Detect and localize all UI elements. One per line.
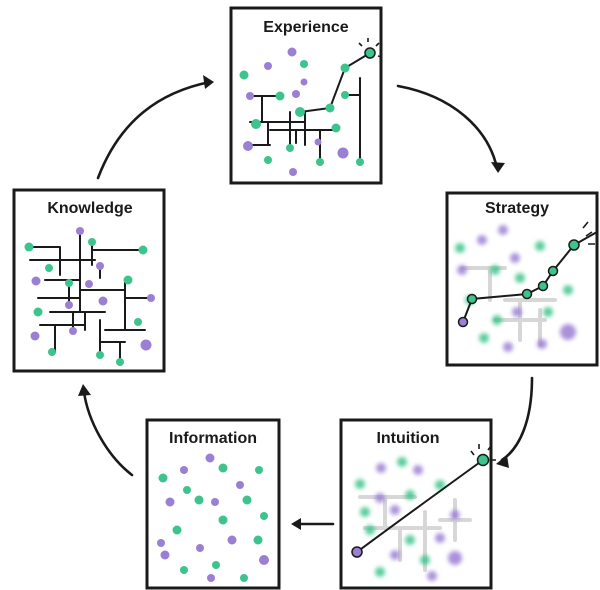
strategy-path [457, 221, 598, 328]
arrow-strategy-to-intuition [496, 376, 534, 468]
arrow-information-to-knowledge [78, 384, 134, 477]
arrow-intuition-to-information [291, 518, 335, 530]
arrow-knowledge-to-experience [96, 75, 214, 180]
panel-knowledge: Knowledge [12, 188, 166, 373]
panel-experience: Experience [229, 6, 383, 185]
panel-intuition: Intuition [339, 418, 496, 590]
intuition-faded-network [358, 495, 472, 572]
information-dots [157, 453, 269, 582]
intuition-leap-path [351, 444, 496, 558]
panel-intuition-frame [339, 418, 493, 590]
intuition-blurred-dots [355, 457, 462, 581]
panel-information-title: Information [169, 430, 257, 447]
knowledge-network [28, 231, 151, 363]
panel-strategy-title: Strategy [485, 200, 549, 217]
panel-information: Information [145, 418, 281, 590]
experience-network [247, 52, 371, 163]
panel-experience-title: Experience [263, 19, 348, 36]
panel-knowledge-title: Knowledge [47, 200, 132, 217]
knowledge-dots [24, 227, 155, 366]
experience-dots [239, 47, 376, 176]
panel-strategy: Strategy [445, 191, 599, 367]
strategy-blurred-dots [455, 225, 576, 352]
strategy-faded-network [460, 266, 557, 347]
panel-intuition-title: Intuition [376, 430, 439, 447]
arrow-experience-to-strategy [396, 84, 505, 173]
experience-spark-icon [358, 38, 383, 58]
